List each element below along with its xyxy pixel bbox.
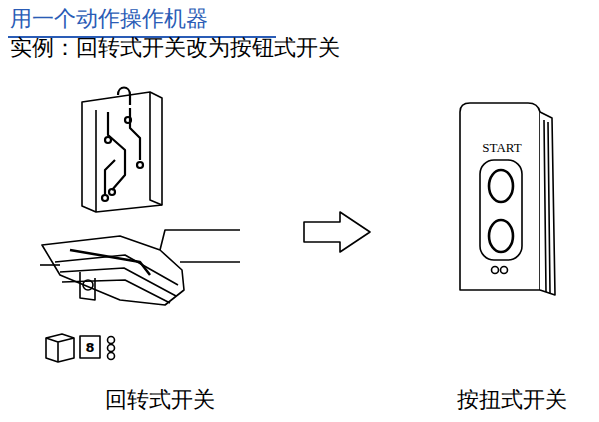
plate-edge [95, 110, 97, 212]
button-label: START [482, 140, 521, 156]
caption-right: 按扭式开关 [457, 385, 567, 415]
caption-left: 回转式开关 [105, 385, 215, 415]
hollow-arrow [304, 212, 370, 252]
rotary-switch [40, 230, 240, 305]
circuit-plate [82, 92, 162, 212]
plate-edge [150, 92, 162, 205]
circuit-traces [102, 88, 143, 202]
example-line: 实例：回转式开关改为按钮式开关 [10, 33, 340, 63]
digit-label: 8 [85, 340, 94, 355]
indicator-block [46, 334, 115, 362]
slide-title: 用一个动作操作机器 [10, 4, 208, 34]
push-button-switch [460, 103, 555, 295]
